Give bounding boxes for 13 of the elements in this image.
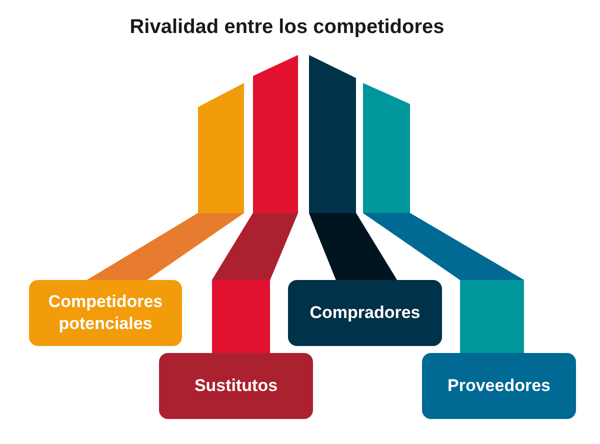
- box-label: Sustitutos: [194, 375, 278, 397]
- force-box: [29, 280, 182, 346]
- box-label: Proveedores: [448, 375, 550, 397]
- box-label: Compradores: [310, 302, 420, 324]
- force-box: [288, 280, 442, 346]
- ribbon-connector: [363, 83, 524, 353]
- box-label: Competidores potenciales: [47, 291, 164, 335]
- ribbon-connector: [309, 55, 397, 280]
- ribbon-connector: [87, 83, 244, 280]
- title: Rivalidad entre los competidores: [130, 15, 444, 40]
- force-box: [159, 353, 313, 419]
- ribbon-connector: [212, 55, 298, 353]
- force-box: [422, 353, 576, 419]
